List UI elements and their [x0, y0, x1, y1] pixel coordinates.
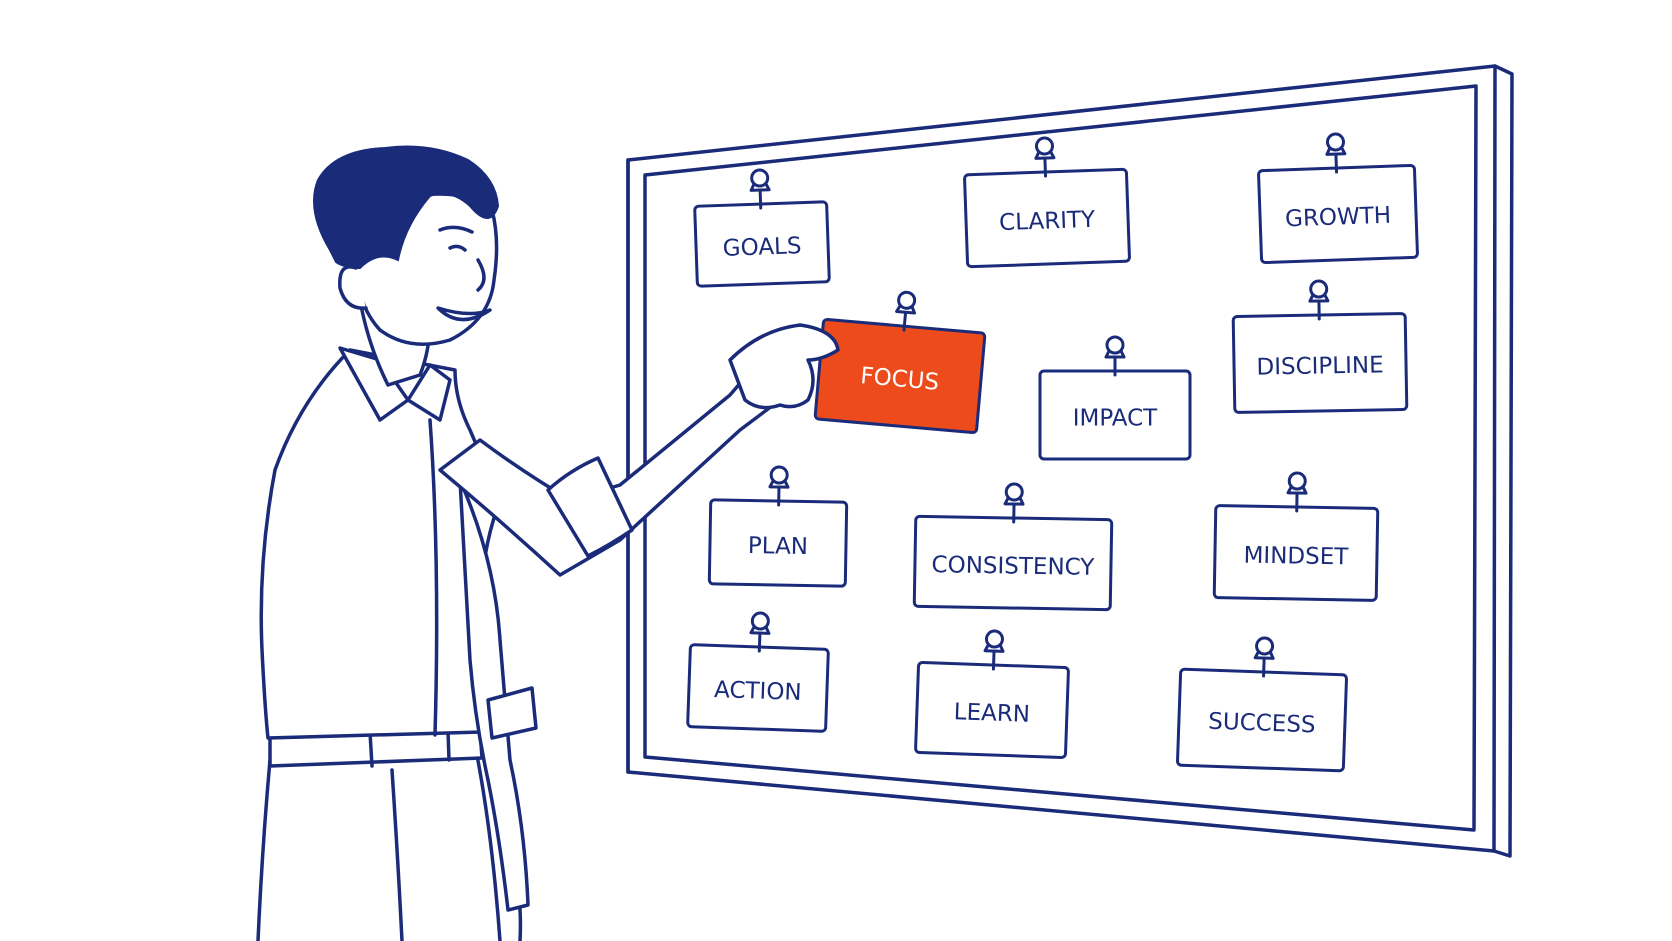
card-label: CLARITY — [999, 207, 1097, 236]
card-impact: IMPACT — [1038, 335, 1192, 461]
card-label: CONSISTENCY — [931, 552, 1095, 581]
pushpin-icon — [749, 168, 771, 210]
pushpin-icon — [1034, 136, 1056, 178]
card-goals: GOALS — [693, 168, 831, 288]
hair — [313, 145, 500, 270]
card-label: MINDSET — [1243, 543, 1349, 571]
card-focus: FOCUS — [813, 290, 987, 435]
card-label: LEARN — [953, 699, 1030, 728]
bulletin-board — [626, 64, 1514, 858]
pushpin-icon — [983, 629, 1005, 671]
card-discipline: DISCIPLINE — [1231, 279, 1409, 414]
pushpin-icon — [1325, 132, 1347, 174]
card-growth: GROWTH — [1257, 132, 1419, 265]
card-label: PLAN — [748, 533, 809, 560]
hand — [728, 323, 840, 410]
card-mindset: MINDSET — [1212, 471, 1380, 602]
pushpin-icon — [1003, 482, 1025, 524]
card-label: DISCIPLINE — [1256, 352, 1384, 380]
card-action: ACTION — [686, 611, 830, 733]
pushpin-icon — [1308, 279, 1330, 321]
card-success: SUCCESS — [1176, 636, 1348, 773]
card-consistency: CONSISTENCY — [912, 482, 1114, 612]
card-label: GOALS — [722, 233, 802, 262]
card-plan: PLAN — [707, 465, 849, 588]
man-figure — [256, 145, 840, 941]
pushpin-icon — [749, 611, 771, 653]
left-arm — [458, 478, 530, 912]
pushpin-icon — [768, 465, 790, 507]
pushpin-icon — [1286, 471, 1308, 513]
card-label: GROWTH — [1285, 203, 1392, 233]
card-label: SUCCESS — [1208, 709, 1316, 739]
eye — [448, 244, 467, 252]
pushpin-icon — [1104, 335, 1126, 377]
card-learn: LEARN — [914, 629, 1070, 759]
board-cards: GOALS CLARITY GROWTH FOCUS IMPACT DISCIPLINE P… — [686, 132, 1419, 773]
card-label: IMPACT — [1073, 406, 1158, 432]
pushpin-icon — [895, 290, 917, 332]
card-label: ACTION — [714, 677, 802, 706]
trousers — [256, 758, 272, 941]
pushpin-icon — [1253, 636, 1275, 678]
smile — [436, 306, 492, 322]
card-clarity: CLARITY — [963, 136, 1131, 269]
